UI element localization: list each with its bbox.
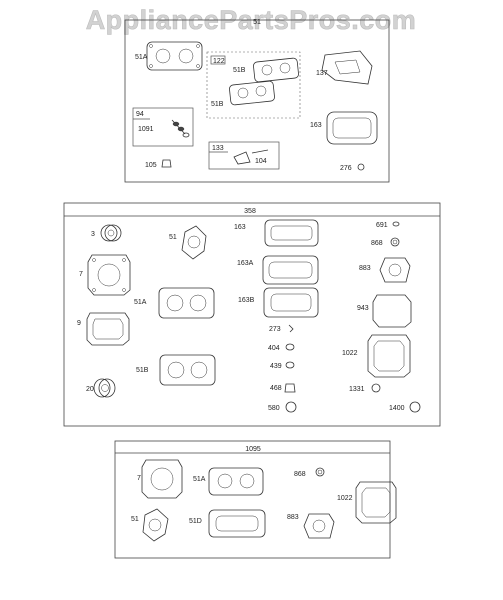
callout-122: 122 <box>213 58 225 65</box>
callout-51a-mid: 51A <box>134 299 147 306</box>
callout-1022: 1022 <box>342 350 358 357</box>
fitting-468-part[interactable] <box>284 383 296 393</box>
gasket-1022-lower-part[interactable] <box>355 481 397 524</box>
callout-51: 51 <box>169 234 177 241</box>
callout-883-lower: 883 <box>287 514 299 521</box>
gasket-51b-upper-part[interactable] <box>253 57 299 83</box>
callout-51-lower: 51 <box>131 516 139 523</box>
callout-51a-lower: 51A <box>193 476 206 483</box>
section-51: 51 51A 122 51B 51B 137 94 <box>124 19 390 183</box>
gasket-51b-lower-part[interactable] <box>229 80 275 106</box>
plug-868-lower-part[interactable] <box>315 467 325 477</box>
callout-3: 3 <box>91 231 95 238</box>
callout-883: 883 <box>359 265 371 272</box>
callout-163a: 163A <box>237 260 254 267</box>
gasket-51b-mid-part[interactable] <box>159 354 216 386</box>
callout-1091: 1091 <box>138 126 154 133</box>
gasket-163-mid-part[interactable] <box>264 219 319 247</box>
sub-assembly-122-frame <box>206 51 301 119</box>
gasket-163-part[interactable] <box>326 111 378 145</box>
callout-104: 104 <box>255 158 267 165</box>
gasket-9-part[interactable] <box>86 312 130 346</box>
gasket-7-lower-part[interactable] <box>141 459 183 499</box>
oil-seal-3-part[interactable] <box>100 224 122 242</box>
oring-1400-part[interactable] <box>409 401 421 413</box>
callout-1331: 1331 <box>349 386 365 393</box>
callout-163b: 163B <box>238 297 255 304</box>
sub-assembly-94-frame <box>132 107 194 147</box>
gasket-163a-part[interactable] <box>262 255 319 285</box>
gasket-943-part[interactable] <box>372 294 412 328</box>
callout-51d: 51D <box>189 518 202 525</box>
pin-105-part[interactable] <box>161 159 172 168</box>
seal-276-part[interactable] <box>357 163 365 171</box>
callout-1022-lower: 1022 <box>337 495 353 502</box>
sub-assembly-122-tag <box>210 55 226 65</box>
callout-404: 404 <box>268 345 280 352</box>
section-51-title: 51 <box>253 19 261 26</box>
gasket-51a-lower-part[interactable] <box>208 467 264 496</box>
gasket-51a-mid-part[interactable] <box>158 287 215 319</box>
callout-868-lower: 868 <box>294 471 306 478</box>
callout-137: 137 <box>316 70 328 77</box>
callout-51b-upper: 51B <box>233 67 246 74</box>
callout-51b-mid: 51B <box>136 367 149 374</box>
breather-1091-part[interactable] <box>171 119 190 138</box>
callout-1400: 1400 <box>389 405 405 412</box>
clip-273-part[interactable] <box>288 324 294 333</box>
gasket-1022-part[interactable] <box>367 334 411 378</box>
oil-seal-20-part[interactable] <box>93 378 116 398</box>
sub-assembly-133-frame <box>208 141 280 170</box>
callout-868: 868 <box>371 240 383 247</box>
gasket-7-part[interactable] <box>87 254 131 296</box>
callout-163-mid: 163 <box>234 224 246 231</box>
callout-273: 273 <box>269 326 281 333</box>
plug-868-part[interactable] <box>390 237 400 247</box>
gasket-51-part[interactable] <box>181 225 207 260</box>
bracket-104-part[interactable] <box>233 149 269 165</box>
gasket-51d-part[interactable] <box>208 509 266 538</box>
callout-51b-lower: 51B <box>211 101 224 108</box>
oring-1331-part[interactable] <box>371 383 381 393</box>
callout-7: 7 <box>79 271 83 278</box>
callout-580: 580 <box>268 405 280 412</box>
callout-94: 94 <box>136 111 144 118</box>
gasket-163b-part[interactable] <box>263 287 319 318</box>
gasket-883-part[interactable] <box>379 257 411 283</box>
callout-133: 133 <box>212 145 224 152</box>
washer-404-part[interactable] <box>285 343 295 351</box>
callout-468: 468 <box>270 385 282 392</box>
gasket-137-part[interactable] <box>321 50 373 85</box>
washer-439-part[interactable] <box>285 361 295 369</box>
callout-51a: 51A <box>135 54 148 61</box>
section-1095: 1095 7 51A 868 1022 51 51D 883 <box>114 440 397 559</box>
gasket-883-lower-part[interactable] <box>303 513 335 539</box>
callout-7-lower: 7 <box>137 475 141 482</box>
callout-20: 20 <box>86 386 94 393</box>
section-51-frame <box>124 19 390 183</box>
oring-580-part[interactable] <box>285 401 297 413</box>
gasket-51a-part[interactable] <box>146 41 203 71</box>
section-358-title: 358 <box>244 208 256 215</box>
callout-943: 943 <box>357 305 369 312</box>
callout-691: 691 <box>376 222 388 229</box>
gasket-51-lower-part[interactable] <box>142 508 169 542</box>
section-358: 358 3 7 9 20 51 51A <box>63 202 441 427</box>
callout-9: 9 <box>77 320 81 327</box>
callout-105: 105 <box>145 162 157 169</box>
callout-439: 439 <box>270 363 282 370</box>
callout-276: 276 <box>340 165 352 172</box>
section-358-frame <box>63 202 441 427</box>
seal-691-part[interactable] <box>392 221 400 227</box>
callout-163: 163 <box>310 122 322 129</box>
section-1095-title: 1095 <box>245 446 261 453</box>
